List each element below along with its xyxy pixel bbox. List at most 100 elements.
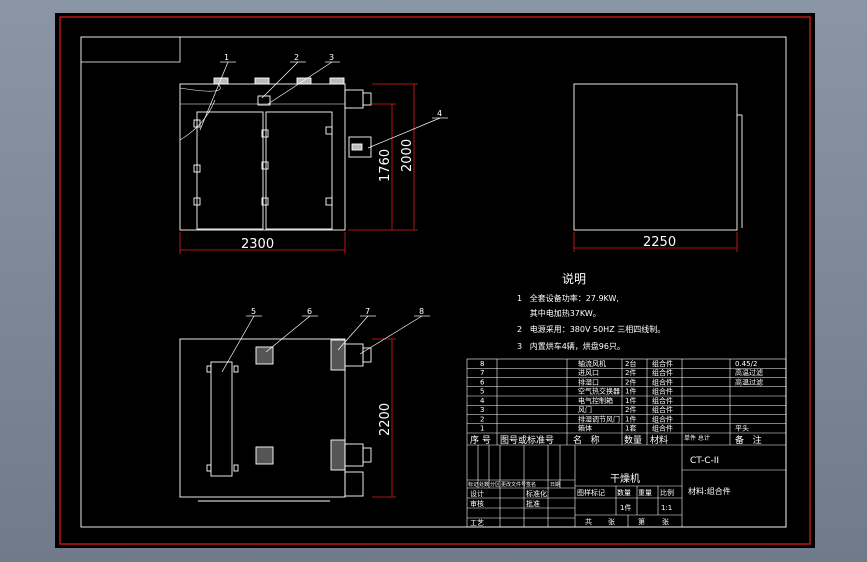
- table-cell-name: 排湿口: [578, 377, 599, 386]
- callout-2: 2: [294, 53, 299, 62]
- table-cell-qty: 1件: [625, 414, 636, 423]
- table-cell-name: 轴流风机: [578, 359, 606, 368]
- callout-8: 8: [419, 307, 424, 316]
- side-duct-upper-cap: [362, 92, 372, 106]
- table-cell-no: 7: [480, 369, 484, 377]
- hinge-m2: [261, 161, 269, 170]
- sheet-label-3: 第: [638, 517, 645, 526]
- inlet-7b: [330, 439, 346, 471]
- table-cell-qty: 2件: [625, 377, 636, 386]
- callout-3: 3: [329, 53, 334, 62]
- hx-tab-4: [233, 464, 239, 472]
- side-dimensions: [573, 232, 738, 252]
- inner-frame: [80, 36, 787, 528]
- mid-label-2: 数量: [617, 488, 631, 497]
- drawing-qty: 1件: [620, 503, 631, 512]
- front-door-right: [265, 111, 333, 230]
- th-mat: 材料: [650, 434, 668, 446]
- corner-label-box: [81, 37, 181, 63]
- fan-8a: [344, 343, 364, 367]
- left-label-1: 设计: [470, 489, 484, 498]
- front-door-left: [196, 111, 264, 230]
- fan-8b: [344, 443, 364, 467]
- leader-6: [265, 315, 311, 353]
- hinge-r1: [325, 126, 333, 135]
- table-cell-name: 空气热交换器: [578, 387, 620, 396]
- hx-tab-2: [233, 365, 239, 373]
- table-cell-material: 组合件: [652, 414, 673, 423]
- th-wt: 单件 总计: [684, 434, 710, 442]
- table-cell-no: 3: [480, 406, 484, 414]
- th-name: 名 称: [573, 434, 600, 446]
- leader-1: [199, 61, 229, 131]
- side-width-dim: 2250: [643, 235, 676, 250]
- left-label-3: 工艺: [470, 519, 484, 527]
- drawing-material: 材料:组合件: [688, 486, 731, 496]
- left-label-4: 标准化: [526, 489, 547, 498]
- fan-8a-cap: [362, 347, 372, 363]
- callout-7: 7: [365, 307, 370, 316]
- sheet-label-4: 张: [662, 517, 669, 526]
- table-cell-no: 8: [480, 360, 484, 368]
- control-box-panel: [351, 143, 363, 151]
- vent-6a: [255, 346, 274, 365]
- small-label-1: 标记: [468, 481, 478, 488]
- table-cell-material: 组合件: [652, 396, 673, 405]
- table-cell-qty: 2件: [625, 405, 636, 414]
- note-line-3: 2 电源采用：380V 50HZ 三相四线制。: [517, 324, 665, 334]
- leader-4: [367, 117, 441, 149]
- front-width-dim: 2300: [241, 237, 274, 252]
- drawing-name: 干燥机: [610, 472, 640, 485]
- leader-7: [337, 315, 369, 351]
- table-cell-material: 组合件: [652, 368, 673, 377]
- note-line-4: 3 内置烘车4辆，烘盘96只。: [517, 341, 625, 351]
- leader-8: [359, 315, 423, 355]
- front-height-dim-outer: 2000: [400, 139, 415, 172]
- callout-1: 1: [224, 53, 229, 62]
- hx-tab-1: [206, 365, 212, 373]
- table-cell-material: 组合件: [652, 359, 673, 368]
- top-cabinet: [179, 338, 346, 498]
- front-cabinet: [179, 83, 346, 231]
- table-cell-no: 4: [480, 397, 485, 405]
- th-note: 备 注: [735, 434, 762, 446]
- front-dimensions: [179, 83, 418, 254]
- sheet-label-1: 共: [585, 517, 592, 526]
- small-label-3: 分区: [490, 481, 500, 488]
- top-fan-3: [296, 77, 312, 85]
- mid-label-4: 比例: [660, 488, 674, 497]
- top-fan-left: [213, 77, 229, 85]
- table-cell-note: 高温过滤: [735, 377, 763, 386]
- notes-title: 说明: [562, 271, 586, 286]
- title-block: CT-C-II 干燥机 材料:组合件 1件 1:1 图样标记 数量 重量 比例 …: [468, 456, 731, 527]
- hinge-m3: [261, 197, 269, 206]
- insulation-curve: [179, 83, 221, 92]
- heat-exchanger: [210, 361, 233, 477]
- front-height-dim-inner: 1760: [378, 149, 393, 182]
- hinge-l0: [193, 119, 201, 128]
- th-qty: 数量: [624, 434, 642, 446]
- table-cell-material: 组合件: [652, 387, 673, 396]
- sheet-label-2: 张: [608, 517, 615, 526]
- th-no: 序 号: [470, 434, 491, 446]
- insulation-curve-2: [179, 99, 216, 141]
- table-cell-no: 2: [480, 415, 484, 423]
- table-cell-no: 1: [480, 425, 484, 433]
- callout-numbers: 1 2 3 4 5 6 7 8: [224, 53, 442, 316]
- side-duct-upper: [344, 89, 364, 109]
- top-fan-right: [254, 77, 270, 85]
- top-depth-dim: 2200: [378, 403, 393, 436]
- table-cell-name: 箱体: [578, 424, 592, 433]
- table-cell-qty: 1件: [625, 387, 636, 396]
- th-code: 图号或标准号: [500, 434, 554, 446]
- table-cell-name: 风门: [578, 405, 592, 414]
- table-cell-material: 组合件: [652, 377, 673, 386]
- small-label-6: 日期: [550, 482, 560, 488]
- table-outline: [466, 358, 787, 528]
- table-cell-material: 组合件: [652, 405, 673, 414]
- leader-5: [221, 315, 255, 373]
- drawing-sheet: [55, 13, 815, 548]
